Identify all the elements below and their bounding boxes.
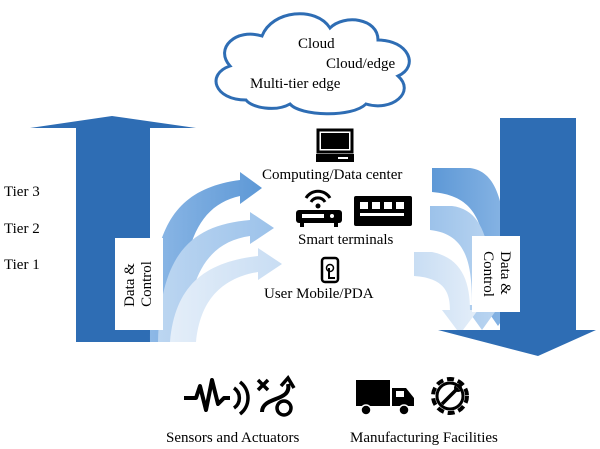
tier2-label: Tier 2 <box>4 221 40 237</box>
left-data-control-line2: Control <box>139 261 155 307</box>
tier3-label: Tier 3 <box>4 184 40 200</box>
route-actuator-icon <box>256 375 296 417</box>
computing-data-center-label: Computing/Data center <box>262 167 403 183</box>
wifi-router-icon <box>296 189 342 227</box>
network-switch-icon <box>354 196 412 226</box>
cloud-label: Cloud <box>298 36 335 52</box>
right-data-control-label: Data & Control <box>472 236 520 312</box>
user-mobile-pda-label: User Mobile/PDA <box>264 286 374 302</box>
left-data-control-line1: Data & <box>122 263 138 307</box>
left-data-control-label: Data & Control <box>115 238 163 330</box>
right-data-control-line2: Control <box>480 251 496 297</box>
touch-phone-icon <box>320 256 340 284</box>
cloud-shape <box>214 12 411 116</box>
left-up-arrow <box>30 116 196 342</box>
manufacturing-facilities-label: Manufacturing Facilities <box>350 430 498 446</box>
right-tier1-curved-arrow <box>414 252 478 334</box>
desktop-computer-icon <box>316 128 354 162</box>
cloud-edge-label: Cloud/edge <box>326 56 396 72</box>
tier1-label: Tier 1 <box>4 257 40 273</box>
sensors-actuators-label: Sensors and Actuators <box>166 430 300 446</box>
gear-wrench-icon <box>431 377 469 415</box>
truck-icon <box>356 380 414 416</box>
tier1-curved-arrow <box>170 248 282 342</box>
smart-terminals-label: Smart terminals <box>298 232 394 248</box>
pulse-signal-icon <box>184 378 250 416</box>
right-data-control-line1: Data & <box>497 251 513 295</box>
multi-tier-edge-label: Multi-tier edge <box>250 76 341 92</box>
